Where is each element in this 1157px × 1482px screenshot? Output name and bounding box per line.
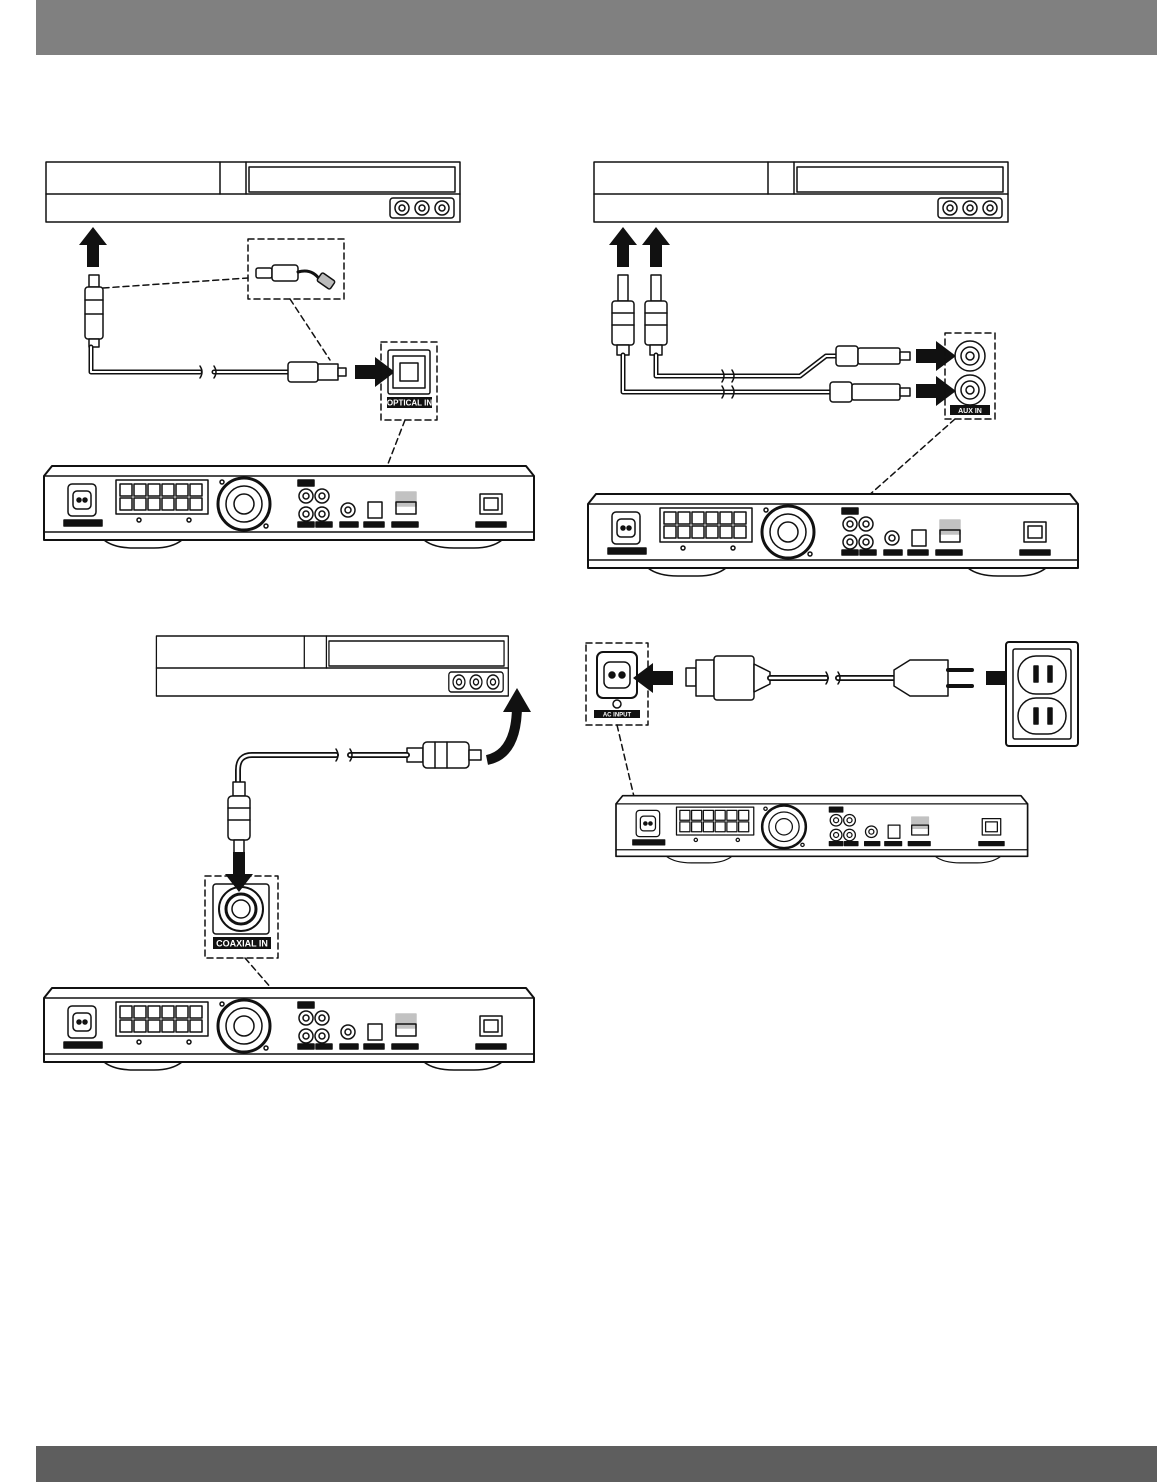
arrow-icon: [79, 227, 107, 267]
arrow-icon: [642, 227, 670, 267]
arrow-icon: [916, 341, 956, 371]
power-connection-diagram: AC INPUT: [586, 642, 1078, 863]
coaxial-connection-diagram: COAXIAL IN: [44, 636, 534, 1070]
receiver-rear-panel: [588, 494, 1078, 576]
source-device: [46, 162, 460, 222]
arrow-icon: [609, 227, 637, 267]
source-device: [156, 636, 508, 696]
wall-outlet-icon: [1006, 642, 1078, 746]
arrow-icon: [225, 852, 253, 892]
optical-in-label: OPTICAL IN: [387, 399, 432, 408]
ac-input-label: AC INPUT: [603, 713, 632, 719]
power-plug-icon: [686, 656, 770, 700]
arrow-icon: [916, 376, 956, 406]
arrow-icon: [355, 357, 395, 387]
arrow-icon: [633, 663, 673, 693]
source-device: [594, 162, 1008, 222]
aux-connection-diagram: AUX IN: [588, 162, 1078, 576]
receiver-rear-panel: [44, 466, 534, 548]
coaxial-in-label: COAXIAL IN: [216, 939, 268, 949]
optical-connection-diagram: OPTICAL IN: [44, 162, 534, 548]
receiver-rear-panel: [616, 796, 1028, 863]
receiver-rear-panel: [44, 988, 534, 1070]
aux-in-label: AUX IN: [958, 408, 982, 415]
